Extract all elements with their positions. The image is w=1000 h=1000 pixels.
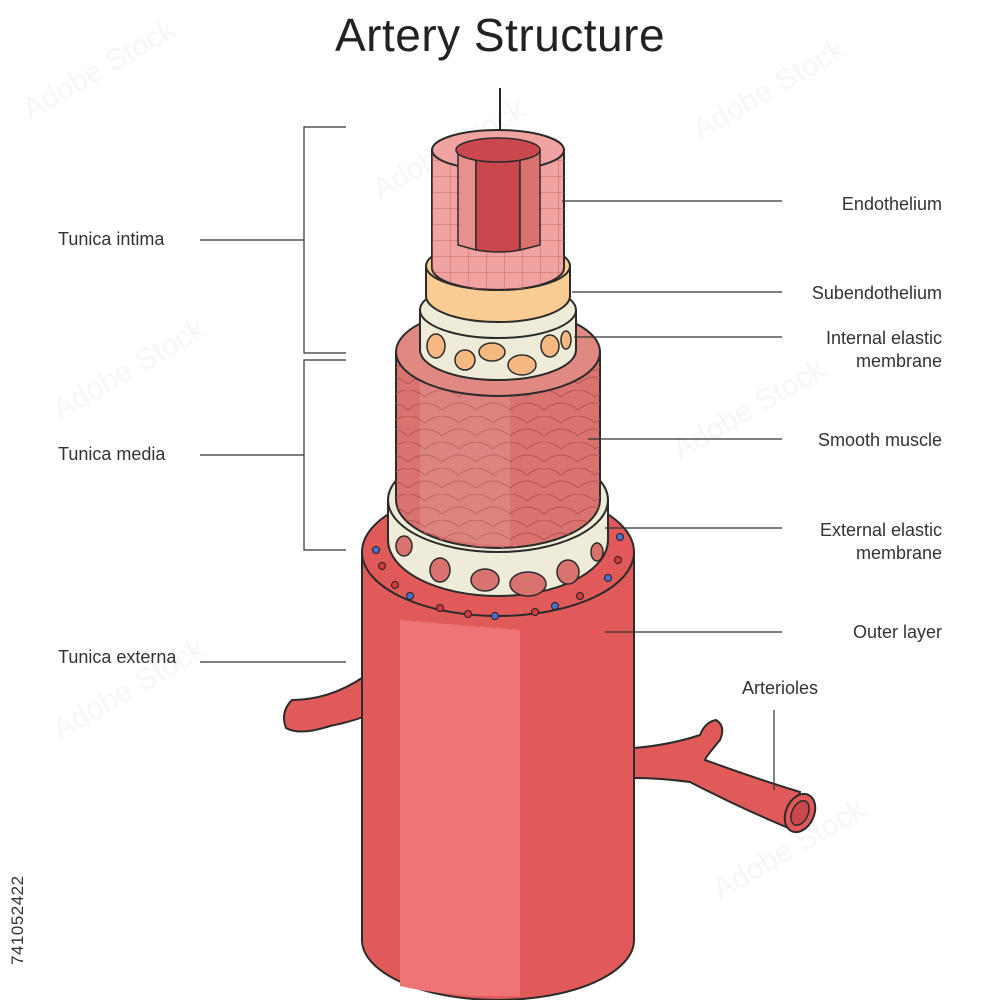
svg-text:Adobe Stock: Adobe Stock <box>47 312 212 426</box>
label-external-elastic-membrane: External elastic membrane <box>820 519 942 565</box>
label-outer-layer: Outer layer <box>852 622 942 642</box>
label-tunica-externa: Tunica externa <box>58 647 177 667</box>
label-tunica-media: Tunica media <box>58 444 166 464</box>
label-external-elastic-line1: External elastic <box>819 520 942 540</box>
svg-text:Adobe Stock: Adobe Stock <box>667 352 832 466</box>
right-arteriole <box>633 718 817 834</box>
endothelium <box>431 129 565 291</box>
vasa-vasorum-dots <box>372 533 624 620</box>
label-endothelium: Endothelium <box>841 194 942 214</box>
label-arterioles: Arterioles <box>742 678 819 698</box>
label-external-elastic-line2: membrane <box>855 543 942 563</box>
svg-text:Adobe Stock: Adobe Stock <box>17 12 182 126</box>
bracket-tunica-media <box>200 359 346 551</box>
label-internal-elastic-membrane: Internal elastic membrane <box>826 327 942 373</box>
page-title: Artery Structure <box>334 9 666 61</box>
label-internal-elastic-line2: membrane <box>855 351 942 371</box>
stock-id: 741052422 <box>8 875 27 965</box>
left-arteriole <box>283 674 368 733</box>
svg-text:Adobe Stock: Adobe Stock <box>687 32 852 146</box>
bracket-tunica-intima <box>200 126 346 354</box>
label-tunica-intima: Tunica intima <box>58 229 165 249</box>
label-internal-elastic-line1: Internal elastic <box>825 328 942 348</box>
label-smooth-muscle: Smooth muscle <box>817 430 942 450</box>
label-subendothelium: Subendothelium <box>811 283 942 303</box>
right-leader-lines <box>562 200 782 790</box>
